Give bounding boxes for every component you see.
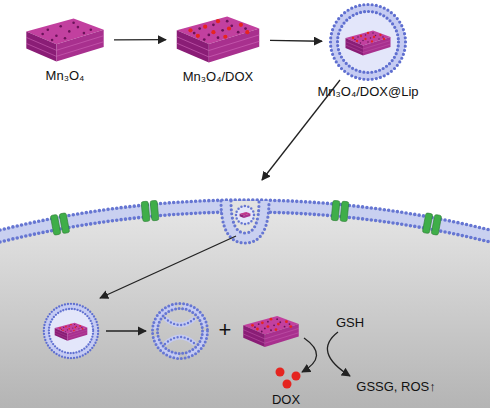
node-caption: Mn₃O₄/DOX@Lip: [317, 84, 418, 99]
text-label: GSH: [336, 315, 364, 330]
node-graphic: [331, 5, 406, 80]
cell-membrane: [0, 200, 490, 242]
node-shape: [22, 14, 108, 66]
text-label: +: [219, 317, 232, 343]
text-label: GSSG, ROS↑: [356, 379, 435, 394]
process-arrow: [100, 80, 350, 376]
nanoparticle-node: Mn₃O₄: [22, 14, 108, 66]
released-nanoparticle: [243, 316, 299, 347]
node-label: Mn₃O₄: [46, 68, 85, 83]
node-caption: Mn₃O₄: [46, 68, 85, 83]
text-label: DOX: [272, 392, 300, 407]
node-label: Mn₃O₄/DOX@Lip: [317, 84, 418, 99]
node-label: Mn₃O₄/DOX: [183, 69, 254, 84]
dox-molecule: [276, 368, 301, 389]
liposome-fragments: [153, 304, 208, 359]
process-arrow: [270, 40, 322, 42]
node-graphic: [26, 19, 103, 62]
nanoparticle-node: Mn₃O₄/DOX: [172, 12, 264, 67]
nanoparticle-node: Mn₃O₄/DOX@Lip: [328, 2, 408, 82]
node-shape: [328, 2, 408, 82]
process-arrow: [114, 39, 166, 40]
liposome-internalized: [44, 304, 98, 358]
node-caption: Mn₃O₄/DOX: [183, 69, 254, 84]
node-shape: [172, 12, 264, 67]
node-graphic: [177, 17, 260, 63]
endocytosis-pocket: [221, 201, 269, 243]
membrane-channel: [50, 200, 441, 235]
